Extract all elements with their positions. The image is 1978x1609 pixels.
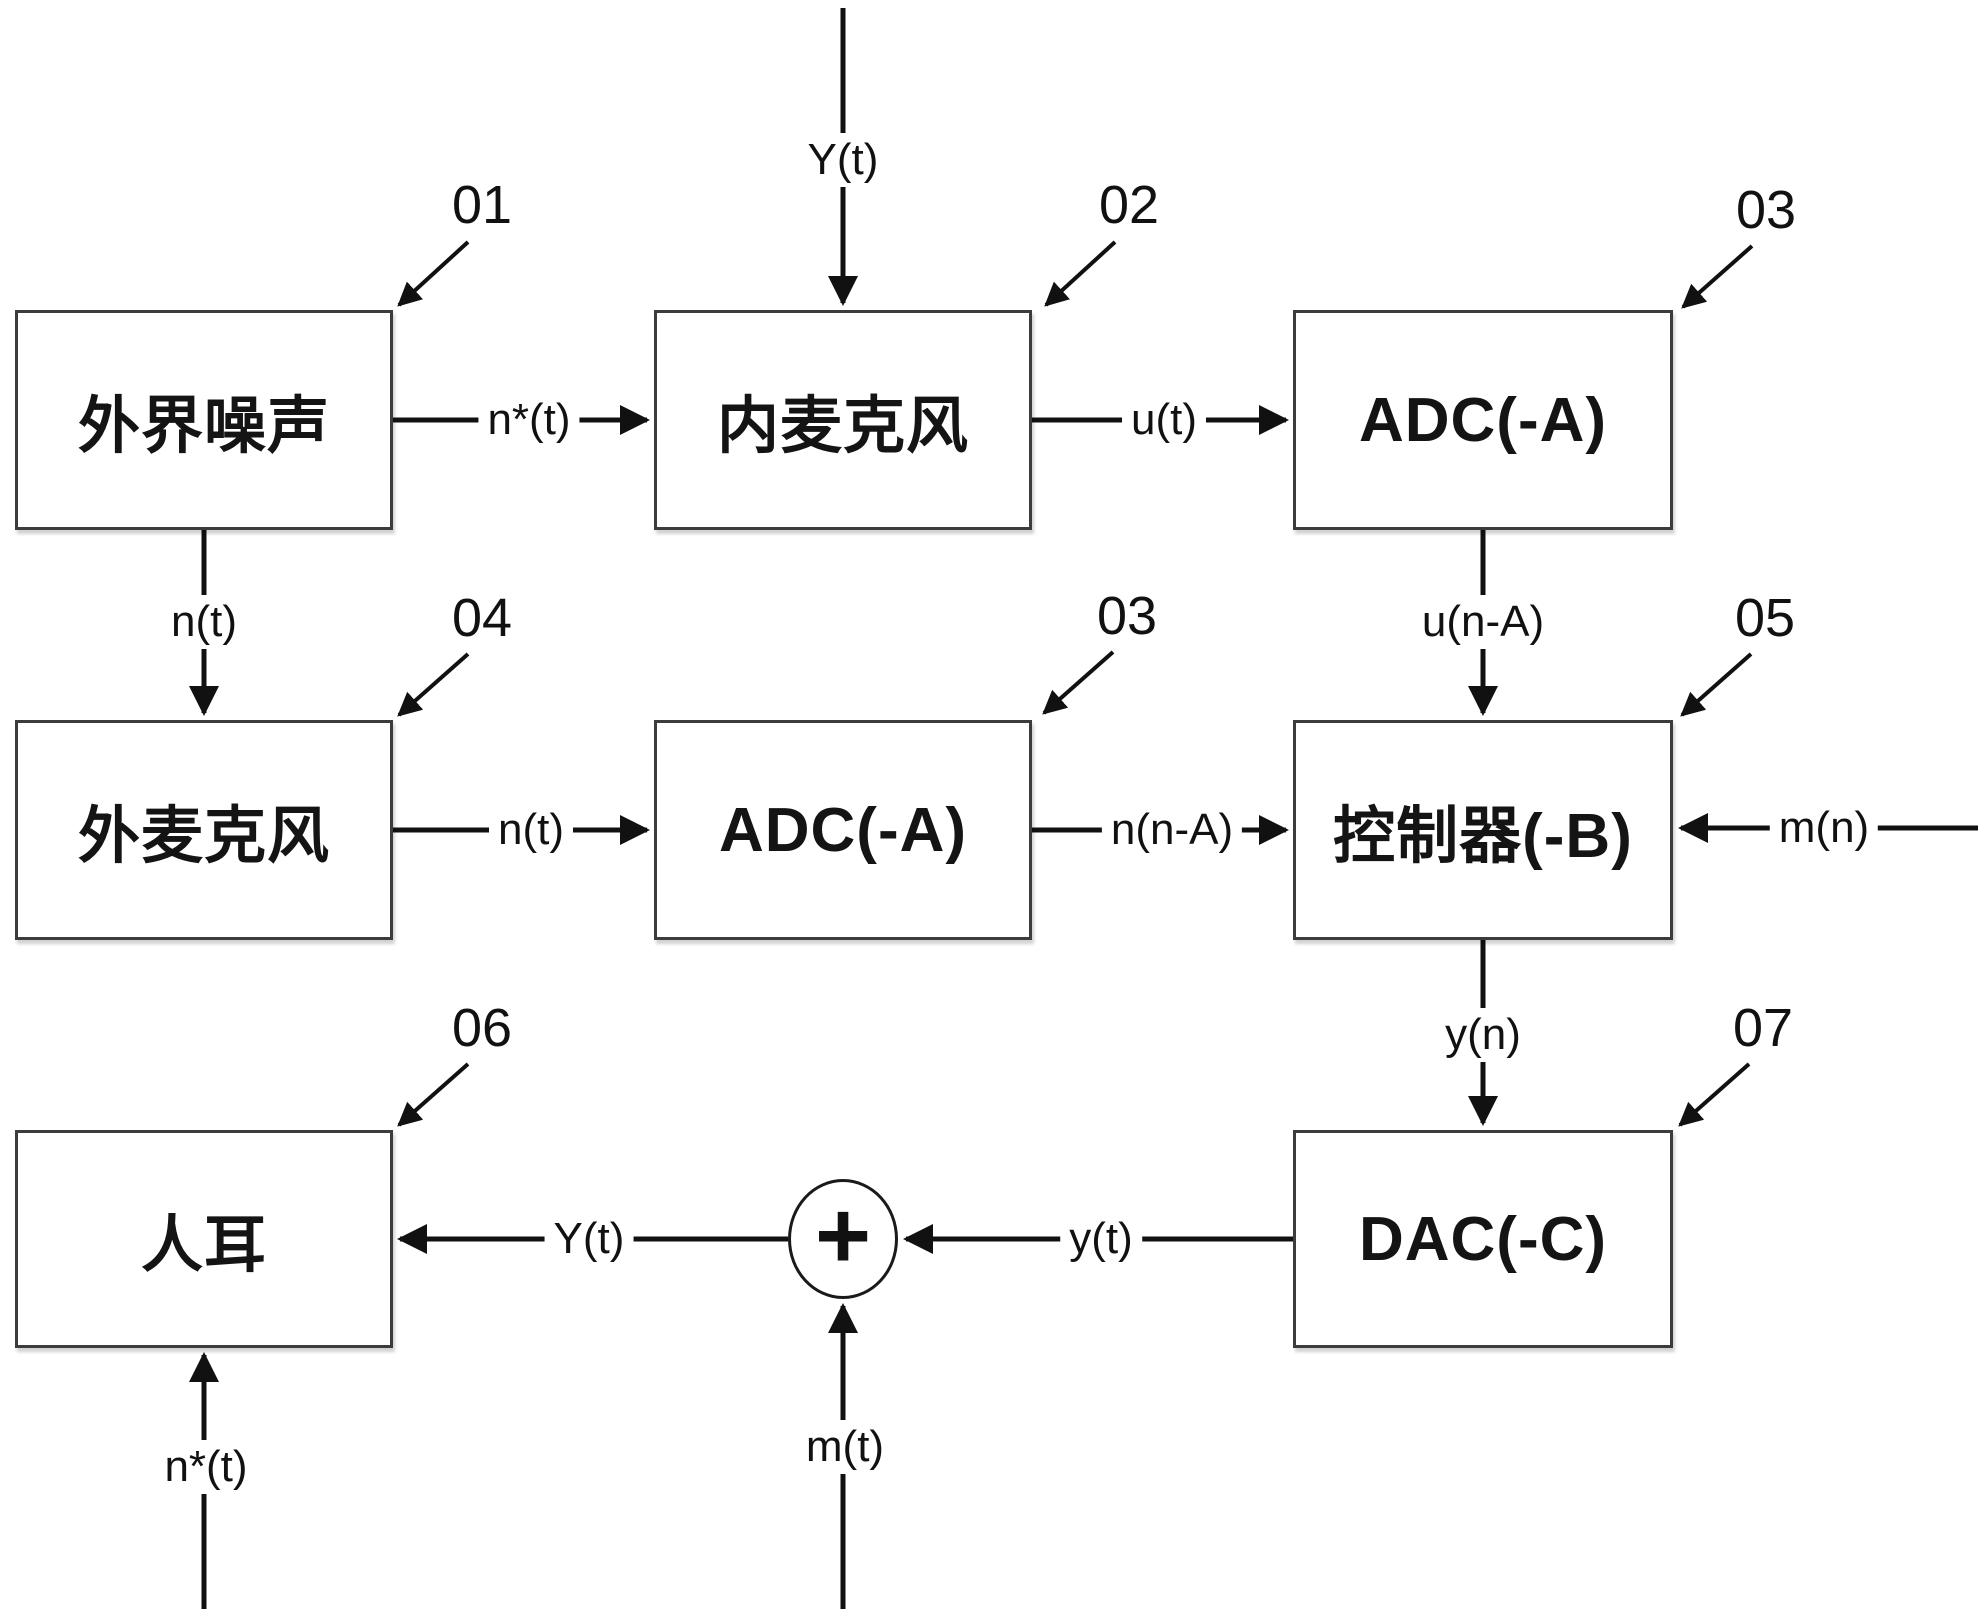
ref-number-06: 06 (451, 998, 513, 1058)
box-label: 外界噪声 (77, 392, 330, 461)
ref-number-02: 02 (1098, 175, 1160, 235)
ref-number-01: 01 (451, 175, 513, 235)
callout-arrow-04 (397, 652, 470, 717)
signal-label-unA: u(n-A) (1412, 595, 1554, 649)
signal-label-nstar-top: n*(t) (478, 393, 580, 447)
box-label: ADC(-A) (718, 795, 968, 865)
ref-number-04: 04 (451, 588, 513, 648)
callout-arrow-02 (1044, 240, 1117, 307)
box-inner-mic: 内麦克风 (654, 310, 1032, 530)
callout-arrow-03-lower (1042, 650, 1115, 715)
signal-label-yt: y(t) (1060, 1212, 1142, 1266)
signal-label-nt-vertical: n(t) (162, 595, 246, 649)
box-label: 人耳 (140, 1211, 267, 1280)
box-label: 内麦克风 (716, 392, 969, 461)
sum-junction: + (788, 1179, 898, 1299)
callout-arrow-05 (1680, 652, 1753, 717)
ref-number-03-upper: 03 (1735, 180, 1797, 240)
signal-label-Yt-input: Y(t) (798, 133, 888, 187)
signal-label-Yt-out: Y(t) (544, 1212, 634, 1266)
box-label: ADC(-A) (1358, 385, 1608, 455)
ref-number-07: 07 (1732, 998, 1794, 1058)
box-outer-mic: 外麦克风 (15, 720, 393, 940)
box-external-noise: 外界噪声 (15, 310, 393, 530)
box-dac: DAC(-C) (1293, 1130, 1673, 1348)
box-label: 外麦克风 (77, 802, 330, 871)
callout-arrow-07 (1678, 1062, 1751, 1127)
ref-number-03-lower: 03 (1096, 586, 1158, 646)
signal-label-nt-horizontal: n(t) (489, 803, 573, 857)
ref-number-05: 05 (1734, 588, 1796, 648)
signal-label-ut: u(t) (1122, 393, 1206, 447)
callout-arrow-01 (397, 240, 470, 307)
box-adc-upper: ADC(-A) (1293, 310, 1673, 530)
box-adc-lower: ADC(-A) (654, 720, 1032, 940)
box-label: DAC(-C) (1358, 1204, 1608, 1274)
plus-symbol: + (814, 1182, 872, 1289)
callout-arrow-06 (397, 1062, 470, 1127)
box-controller: 控制器(-B) (1293, 720, 1673, 940)
box-label: 控制器(-B) (1333, 802, 1633, 871)
signal-label-nstar-bottom: n*(t) (155, 1440, 257, 1494)
signal-label-mt: m(t) (796, 1420, 894, 1474)
signal-label-mn: m(n) (1769, 801, 1879, 855)
signal-label-nnA: n(n-A) (1101, 803, 1243, 857)
box-human-ear: 人耳 (15, 1130, 393, 1348)
signal-label-yn: y(n) (1436, 1008, 1530, 1062)
callout-arrow-03-upper (1681, 244, 1754, 309)
